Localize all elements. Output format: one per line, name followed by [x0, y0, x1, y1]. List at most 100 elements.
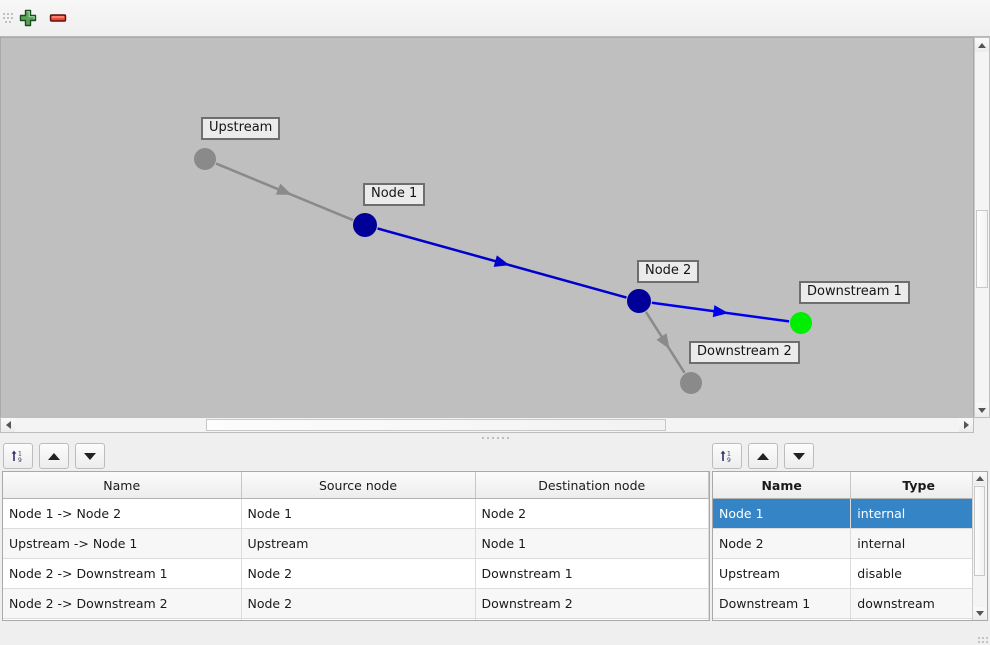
graph-vertical-scrollbar[interactable]: [974, 37, 990, 418]
cell-1: [241, 618, 476, 620]
cell-1[interactable]: Upstream: [241, 528, 476, 559]
node-sort-button[interactable]: 1 9: [712, 443, 742, 469]
edge-move-up-button[interactable]: [39, 443, 69, 469]
svg-text:9: 9: [18, 457, 22, 464]
table-row-empty[interactable]: [713, 618, 987, 620]
cell-2[interactable]: Downstream 1: [475, 558, 709, 589]
cell-0: [713, 618, 852, 620]
scroll-down-button[interactable]: [975, 403, 989, 417]
graph-horizontal-scrollbar[interactable]: [0, 417, 974, 433]
remove-node-button[interactable]: [43, 4, 73, 32]
graph-edges: [215, 162, 790, 374]
cell-0[interactable]: Downstream 1: [713, 588, 852, 619]
column-header-1[interactable]: Source node: [241, 472, 476, 499]
edge-arrowhead-icon: [712, 305, 729, 318]
triangle-up-icon: [975, 476, 984, 481]
node-table-scrollbar[interactable]: [972, 472, 987, 620]
cell-0[interactable]: Node 1: [713, 498, 852, 529]
cell-2[interactable]: Node 1: [475, 528, 709, 559]
edge-arrowhead-icon: [493, 255, 510, 267]
scroll-down-button[interactable]: [973, 607, 986, 620]
cell-0[interactable]: Node 2 -> Downstream 2: [3, 588, 242, 619]
node-table-scroll-thumb[interactable]: [974, 486, 985, 576]
graph-node-node1[interactable]: [353, 213, 377, 237]
panel-splitter[interactable]: [0, 433, 990, 443]
graph-vertical-scroll-thumb[interactable]: [976, 210, 988, 288]
cell-1[interactable]: downstream: [850, 588, 987, 619]
cell-1: [850, 618, 987, 620]
column-header-2[interactable]: Destination node: [475, 472, 709, 499]
node-label-node1[interactable]: Node 1: [363, 183, 426, 206]
scroll-up-button[interactable]: [973, 472, 986, 485]
edge-sort-button[interactable]: 1 9: [3, 443, 33, 469]
column-header-0[interactable]: Name: [713, 472, 852, 499]
triangle-up-icon: [978, 42, 986, 48]
graph-node-upstream[interactable]: [194, 148, 216, 170]
node-label-upstream[interactable]: Upstream: [201, 117, 281, 140]
node-label-node2[interactable]: Node 2: [637, 260, 700, 283]
splitter-grip-icon: [481, 437, 509, 439]
column-header-1[interactable]: Type: [850, 472, 987, 499]
triangle-right-icon: [963, 421, 969, 429]
node-move-down-button[interactable]: [784, 443, 814, 469]
scroll-left-button[interactable]: [1, 418, 15, 432]
toolbar-drag-handle[interactable]: [3, 6, 13, 30]
cell-2[interactable]: Downstream 2: [475, 588, 709, 619]
edge-move-down-button[interactable]: [75, 443, 105, 469]
scroll-right-button[interactable]: [959, 418, 973, 432]
triangle-up-icon: [48, 452, 60, 460]
scroll-up-button[interactable]: [975, 38, 989, 52]
cell-1[interactable]: Node 2: [241, 558, 476, 589]
graph-node-downstream1[interactable]: [790, 312, 812, 334]
node-move-up-button[interactable]: [748, 443, 778, 469]
cell-0[interactable]: Node 1 -> Node 2: [3, 498, 242, 529]
sort-icon: 1 9: [720, 451, 731, 464]
graph-horizontal-scroll-thumb[interactable]: [206, 419, 666, 431]
window-resize-grip[interactable]: [976, 631, 988, 643]
graph-nodes: [194, 148, 812, 394]
node-label-downstream1[interactable]: Downstream 1: [799, 281, 910, 304]
triangle-up-icon: [757, 452, 769, 460]
add-node-button[interactable]: [13, 4, 43, 32]
cell-0[interactable]: Upstream -> Node 1: [3, 528, 242, 559]
sort-icon: 1 9: [11, 451, 22, 464]
cell-1[interactable]: internal: [850, 498, 987, 529]
cell-2: [475, 618, 709, 620]
cell-1[interactable]: Node 2: [241, 588, 476, 619]
cell-1[interactable]: internal: [850, 528, 987, 559]
cell-2[interactable]: Node 2: [475, 498, 709, 529]
triangle-down-icon: [978, 407, 986, 413]
graph-node-downstream2[interactable]: [680, 372, 702, 394]
cell-0[interactable]: Node 2 -> Downstream 1: [3, 558, 242, 589]
triangle-down-icon: [975, 611, 984, 616]
triangle-down-icon: [84, 452, 96, 460]
edge-arrowhead-icon: [656, 333, 670, 350]
node-label-downstream2[interactable]: Downstream 2: [689, 341, 800, 364]
edge-arrowhead-icon: [275, 183, 292, 195]
cell-0[interactable]: Node 2: [713, 528, 852, 559]
column-header-0[interactable]: Name: [3, 472, 242, 499]
cell-1[interactable]: Node 1: [241, 498, 476, 529]
graph-drawing[interactable]: [1, 38, 973, 417]
cell-0[interactable]: Upstream: [713, 558, 852, 589]
table-row-empty[interactable]: [3, 618, 709, 620]
graph-node-node2[interactable]: [627, 289, 651, 313]
svg-text:1: 1: [727, 451, 731, 458]
cell-1[interactable]: disable: [850, 558, 987, 589]
